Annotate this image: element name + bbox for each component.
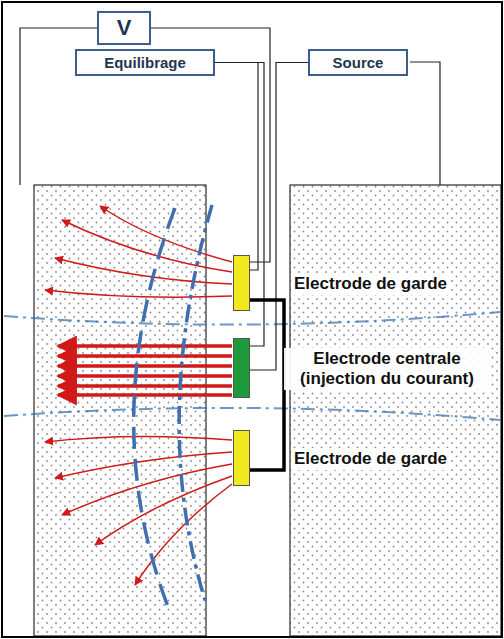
instrument-box: V (97, 11, 151, 45)
wire (215, 63, 264, 347)
electrode-label: Electrode de garde (291, 273, 450, 295)
box-label: V (117, 15, 132, 40)
instrument-box: Equilibrage (75, 49, 215, 76)
electrode: Electrode de garde (233, 430, 250, 486)
central-current-arrows (58, 346, 232, 395)
electrode-label: Electrode centrale (injection du courant… (284, 348, 490, 390)
electrode: Electrode centrale (injection du courant… (233, 338, 250, 398)
instrument-box: Source (308, 49, 408, 76)
formation-right (290, 185, 501, 636)
electrode-label: Electrode de garde (291, 448, 450, 470)
wire (250, 300, 284, 470)
wire (250, 63, 308, 371)
surface-wires (20, 28, 440, 185)
box-label: Equilibrage (104, 54, 186, 71)
boundary-lines (4, 312, 500, 420)
electrode: Electrode de garde (233, 255, 250, 311)
investigation-fronts (134, 205, 212, 612)
wire (215, 63, 258, 271)
box-label: Source (333, 54, 384, 71)
red-current-lines (45, 206, 232, 585)
